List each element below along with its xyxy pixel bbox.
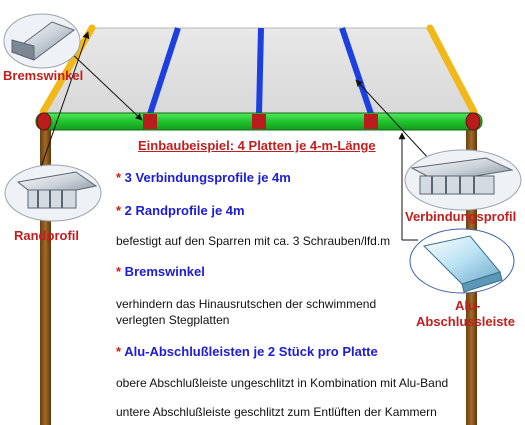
connector-profile-2 [256,27,264,115]
item-3-description-line1: verhindern das Hinausrutschen der schwim… [116,297,377,311]
verbindungsprofil-image [404,149,522,211]
label-alu-line1: Alu- [455,298,481,313]
connector-profile-3 [339,27,374,115]
beam-end-right [465,112,481,131]
item-randprofile: * 2 Randprofile je 4m [116,203,245,218]
label-bremswinkel: Bremswinkel [3,68,84,83]
item-3-star: * [116,264,122,279]
diagram-title: Einbaubeispiel: 4 Platten je 4-m-Länge [138,138,376,153]
item-alu-abschlussleisten: * Alu-Abschlußleisten je 2 Stück pro Pla… [116,344,378,359]
item-3-text: Bremswinkel [121,264,205,279]
pointer-bremswinkel [67,49,143,121]
edge-profile-right [426,24,478,116]
item-2-star: * [116,203,122,218]
item-4-description-line1: obere Abschlußleiste ungeschlitzt in Kom… [116,376,449,390]
beam-end-left [36,112,52,131]
alu-abschlussleiste-image [409,228,515,294]
randprofil-image [4,164,102,222]
pointer-verbindungsprofil [355,79,431,161]
item-1-star: * [116,170,122,185]
item-1-text: 3 Verbindungsprofile je 4m [121,170,291,185]
item-verbindungsprofile: * 3 Verbindungsprofile je 4m [116,170,291,185]
item-2-text: 2 Randprofile je 4m [121,203,245,218]
label-alu-line2: Abschlussleiste [416,314,515,329]
post-left [40,125,51,425]
item-3-description-line2: verlegten Stegplatten [116,313,230,327]
beam-joint-1 [143,114,157,129]
item-4-star: * [116,344,122,359]
bremswinkel-image [3,13,81,69]
item-2-description: befestigt auf den Sparren mit ca. 3 Schr… [116,234,391,248]
label-randprofil: Randprofil [14,228,79,243]
pointer-randprofil [39,31,90,171]
label-verbindungsprofil: Verbindungsprofil [405,209,517,224]
item-4-text: Alu-Abschlußleisten je 2 Stück pro Platt… [121,344,378,359]
beam-joint-2 [252,114,266,129]
connector-profile-1 [147,27,181,115]
beam-joint-3 [364,114,378,129]
item-bremswinkel: * Bremswinkel [116,264,205,279]
item-4-description-line2: untere Abschlußleiste geschlitzt zum Ent… [116,405,437,419]
edge-profile-left [39,24,96,116]
